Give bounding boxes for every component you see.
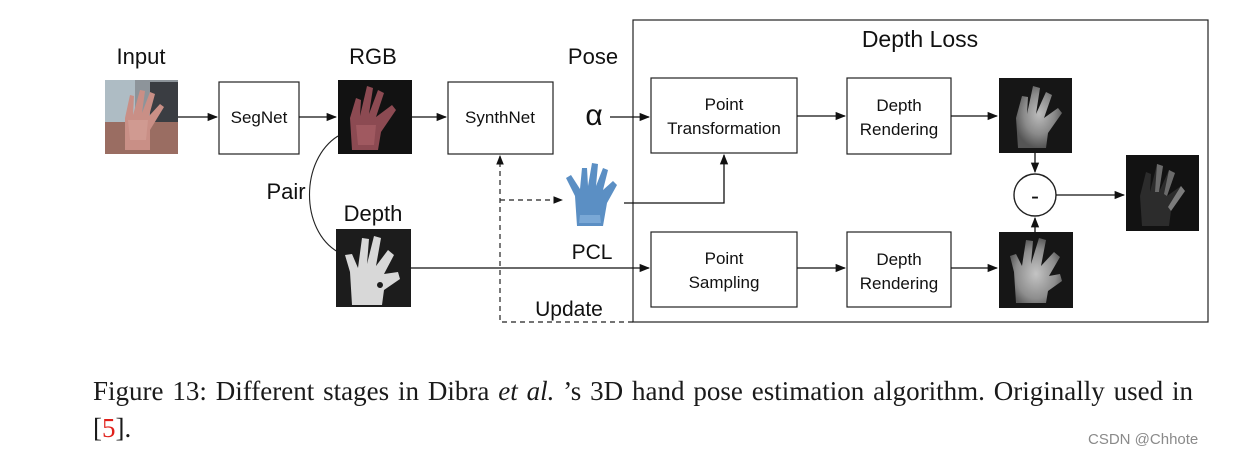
point-sampling-line2: Sampling [689,273,760,292]
depth-rendering-bottom-line2: Rendering [860,274,938,293]
minus-sign: - [1031,183,1039,210]
pose-label: Pose [568,44,618,69]
pcl-label: PCL [572,241,613,264]
figure-caption: Figure 13: Different stages in Dibra et … [93,373,1193,447]
input-image [105,80,178,154]
rgb-image [338,80,412,154]
caption-bracket-open: [ [93,413,102,443]
pair-connector [309,135,339,253]
depth-rendering-top-line1: Depth [876,96,921,115]
caption-bracket-close: ]. [115,413,132,443]
caption-prefix: Figure 13: Different stages in Dibra [93,376,499,406]
depth-label: Depth [344,201,403,226]
caption-suffix: ’s 3D hand pose estimation algorithm. Or… [554,376,1193,406]
rendered-depth-top-image [999,78,1072,153]
synthnet-box [447,81,554,155]
caption-reference-link[interactable]: 5 [102,413,116,443]
update-label: Update [535,298,603,321]
dashed-update-paths [496,155,633,323]
input-label: Input [117,44,166,69]
segnet-box [218,81,300,155]
point-transformation-line1: Point [705,95,744,114]
flow-arrows [178,111,1126,273]
depth-difference-image [1126,155,1199,231]
pose-alpha-symbol: α [585,99,602,132]
dashed-update-loop [496,155,633,323]
csdn-watermark: CSDN @Chhote [1088,431,1199,448]
synthnet-text: SynthNet [465,108,535,127]
rendered-depth-bottom-image [999,232,1073,308]
rgb-label: RGB [349,44,397,69]
point-sampling-line1: Point [705,249,744,268]
point-transformation-line2: Transformation [667,119,781,138]
segnet-text: SegNet [231,108,288,127]
point-sampling-box [650,231,798,308]
depth-input-image [336,229,411,307]
depth-loss-label: Depth Loss [862,26,978,52]
depth-rendering-bottom-box [846,231,952,308]
depth-rendering-top-line2: Rendering [860,120,938,139]
caption-italic: et al. [498,376,555,406]
depth-rendering-top-box [846,77,952,155]
pair-label: Pair [266,179,305,204]
arrow-pcl-to-transform [624,153,729,204]
depth-rendering-bottom-line1: Depth [876,250,921,269]
pipeline-diagram: Depth Loss Input RGB Pose SegNet SynthNe… [105,19,1209,323]
pcl-hand-icon [566,163,617,226]
point-transformation-box [650,77,798,154]
